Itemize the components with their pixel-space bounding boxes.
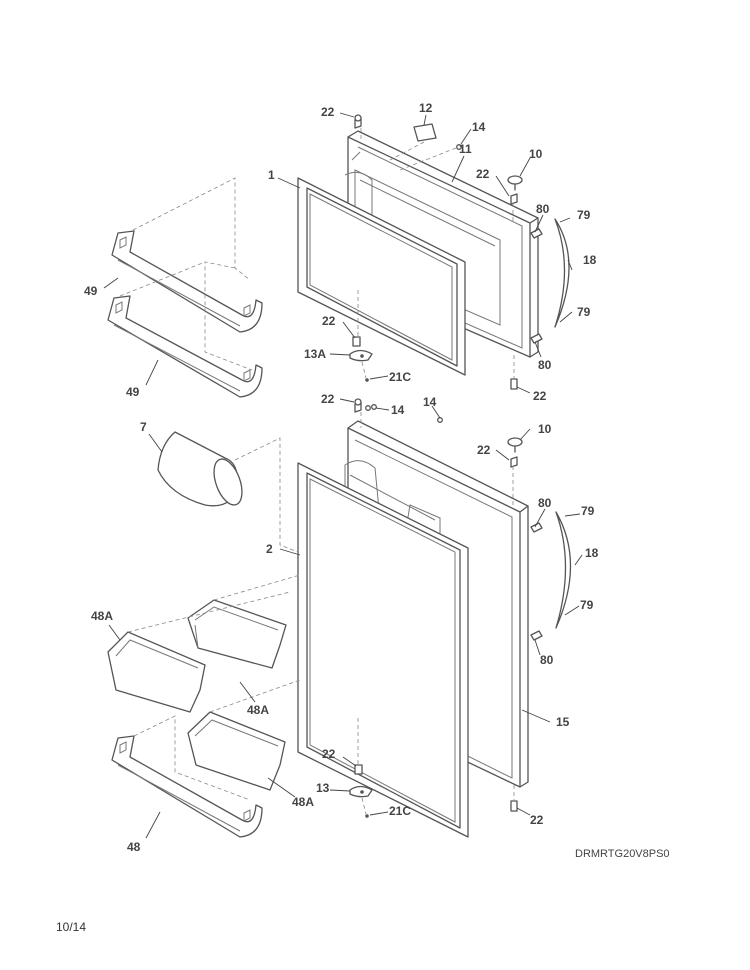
label-22: 22 [322,314,336,328]
label-18: 18 [585,546,599,560]
label-79: 79 [580,598,594,612]
freezer-door-gasket [297,177,466,376]
label-15: 15 [556,715,570,729]
dairy-compartment [157,431,243,507]
freezer-door-assembly [107,114,570,398]
label-21C: 21C [389,804,411,818]
label-80: 80 [538,358,552,372]
label-12: 12 [419,101,433,115]
door-shelf-48 [111,735,263,838]
label-49: 49 [126,385,140,399]
freezer-door-shelf-upper [111,230,263,333]
cover-plate [413,123,437,142]
label-79: 79 [581,504,595,518]
leader-lines [103,112,583,839]
freezer-door-shelf-lower [107,295,263,398]
label-1: 1 [268,168,275,182]
label-11: 11 [459,142,472,156]
door-bin-upper-right [187,599,287,669]
label-22: 22 [530,813,544,827]
label-21C: 21C [389,370,411,384]
label-10: 10 [538,422,552,436]
freezer-assembly-lines [119,128,515,379]
label-80: 80 [538,496,552,510]
label-80: 80 [540,653,554,667]
part-labels: 22 12 14 11 10 1 22 80 79 18 49 79 22 13… [84,101,599,854]
freezer-hardware [349,114,523,390]
label-22: 22 [321,105,335,119]
label-14: 14 [472,120,486,134]
fresh-food-door-assembly [107,398,572,838]
label-80: 80 [536,202,550,216]
label-48A: 48A [91,609,113,623]
door-bin-left [107,631,206,713]
label-48: 48 [127,840,141,854]
page-number: 10/14 [56,920,86,934]
label-22: 22 [476,167,490,181]
fresh-food-door-handle [530,511,572,641]
label-18: 18 [583,253,597,267]
freezer-door-handle [530,218,570,344]
diagram-code: DRMRTG20V8PS0 [575,848,670,860]
fresh-food-hardware [349,398,523,818]
fresh-food-door-gasket [297,462,469,838]
label-48A: 48A [247,703,269,717]
label-14: 14 [423,395,437,409]
label-13: 13 [316,781,330,795]
label-79: 79 [577,208,591,222]
label-10: 10 [529,147,543,161]
label-13A: 13A [304,347,326,361]
label-2: 2 [266,542,273,556]
label-79: 79 [577,305,591,319]
door-bin-lower [187,711,286,791]
label-7: 7 [140,420,147,434]
label-48A: 48A [292,795,314,809]
label-22: 22 [533,389,547,403]
fresh-food-assembly-lines [127,412,515,815]
label-22: 22 [477,443,491,457]
label-49: 49 [84,284,98,298]
label-14: 14 [391,403,405,417]
label-22: 22 [321,392,335,406]
label-22: 22 [322,747,336,761]
